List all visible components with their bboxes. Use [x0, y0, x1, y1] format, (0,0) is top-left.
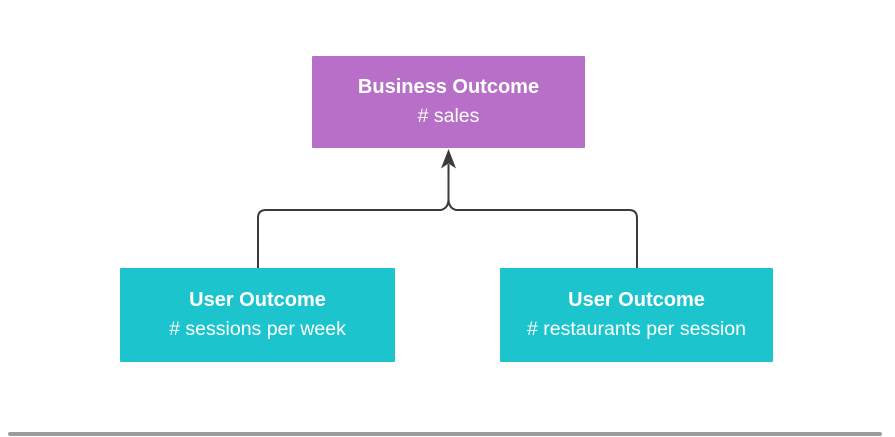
canvas-bottom-edge-bar — [8, 432, 882, 436]
node-title: User Outcome — [189, 289, 326, 311]
node-subtitle: # restaurants per session — [527, 318, 746, 340]
node-user-outcome-restaurants[interactable]: User Outcome # restaurants per session — [500, 268, 773, 362]
node-title: User Outcome — [568, 289, 705, 311]
node-subtitle: # sales — [417, 105, 480, 127]
connector-right-elbow — [447, 198, 638, 269]
node-subtitle: # sessions per week — [169, 318, 346, 340]
node-title: Business Outcome — [357, 76, 540, 98]
connector-arrowhead-icon — [441, 149, 456, 169]
node-business-outcome[interactable]: Business Outcome # sales — [312, 56, 585, 148]
connector-left-elbow — [257, 164, 450, 269]
node-user-outcome-sessions[interactable]: User Outcome # sessions per week — [120, 268, 395, 362]
